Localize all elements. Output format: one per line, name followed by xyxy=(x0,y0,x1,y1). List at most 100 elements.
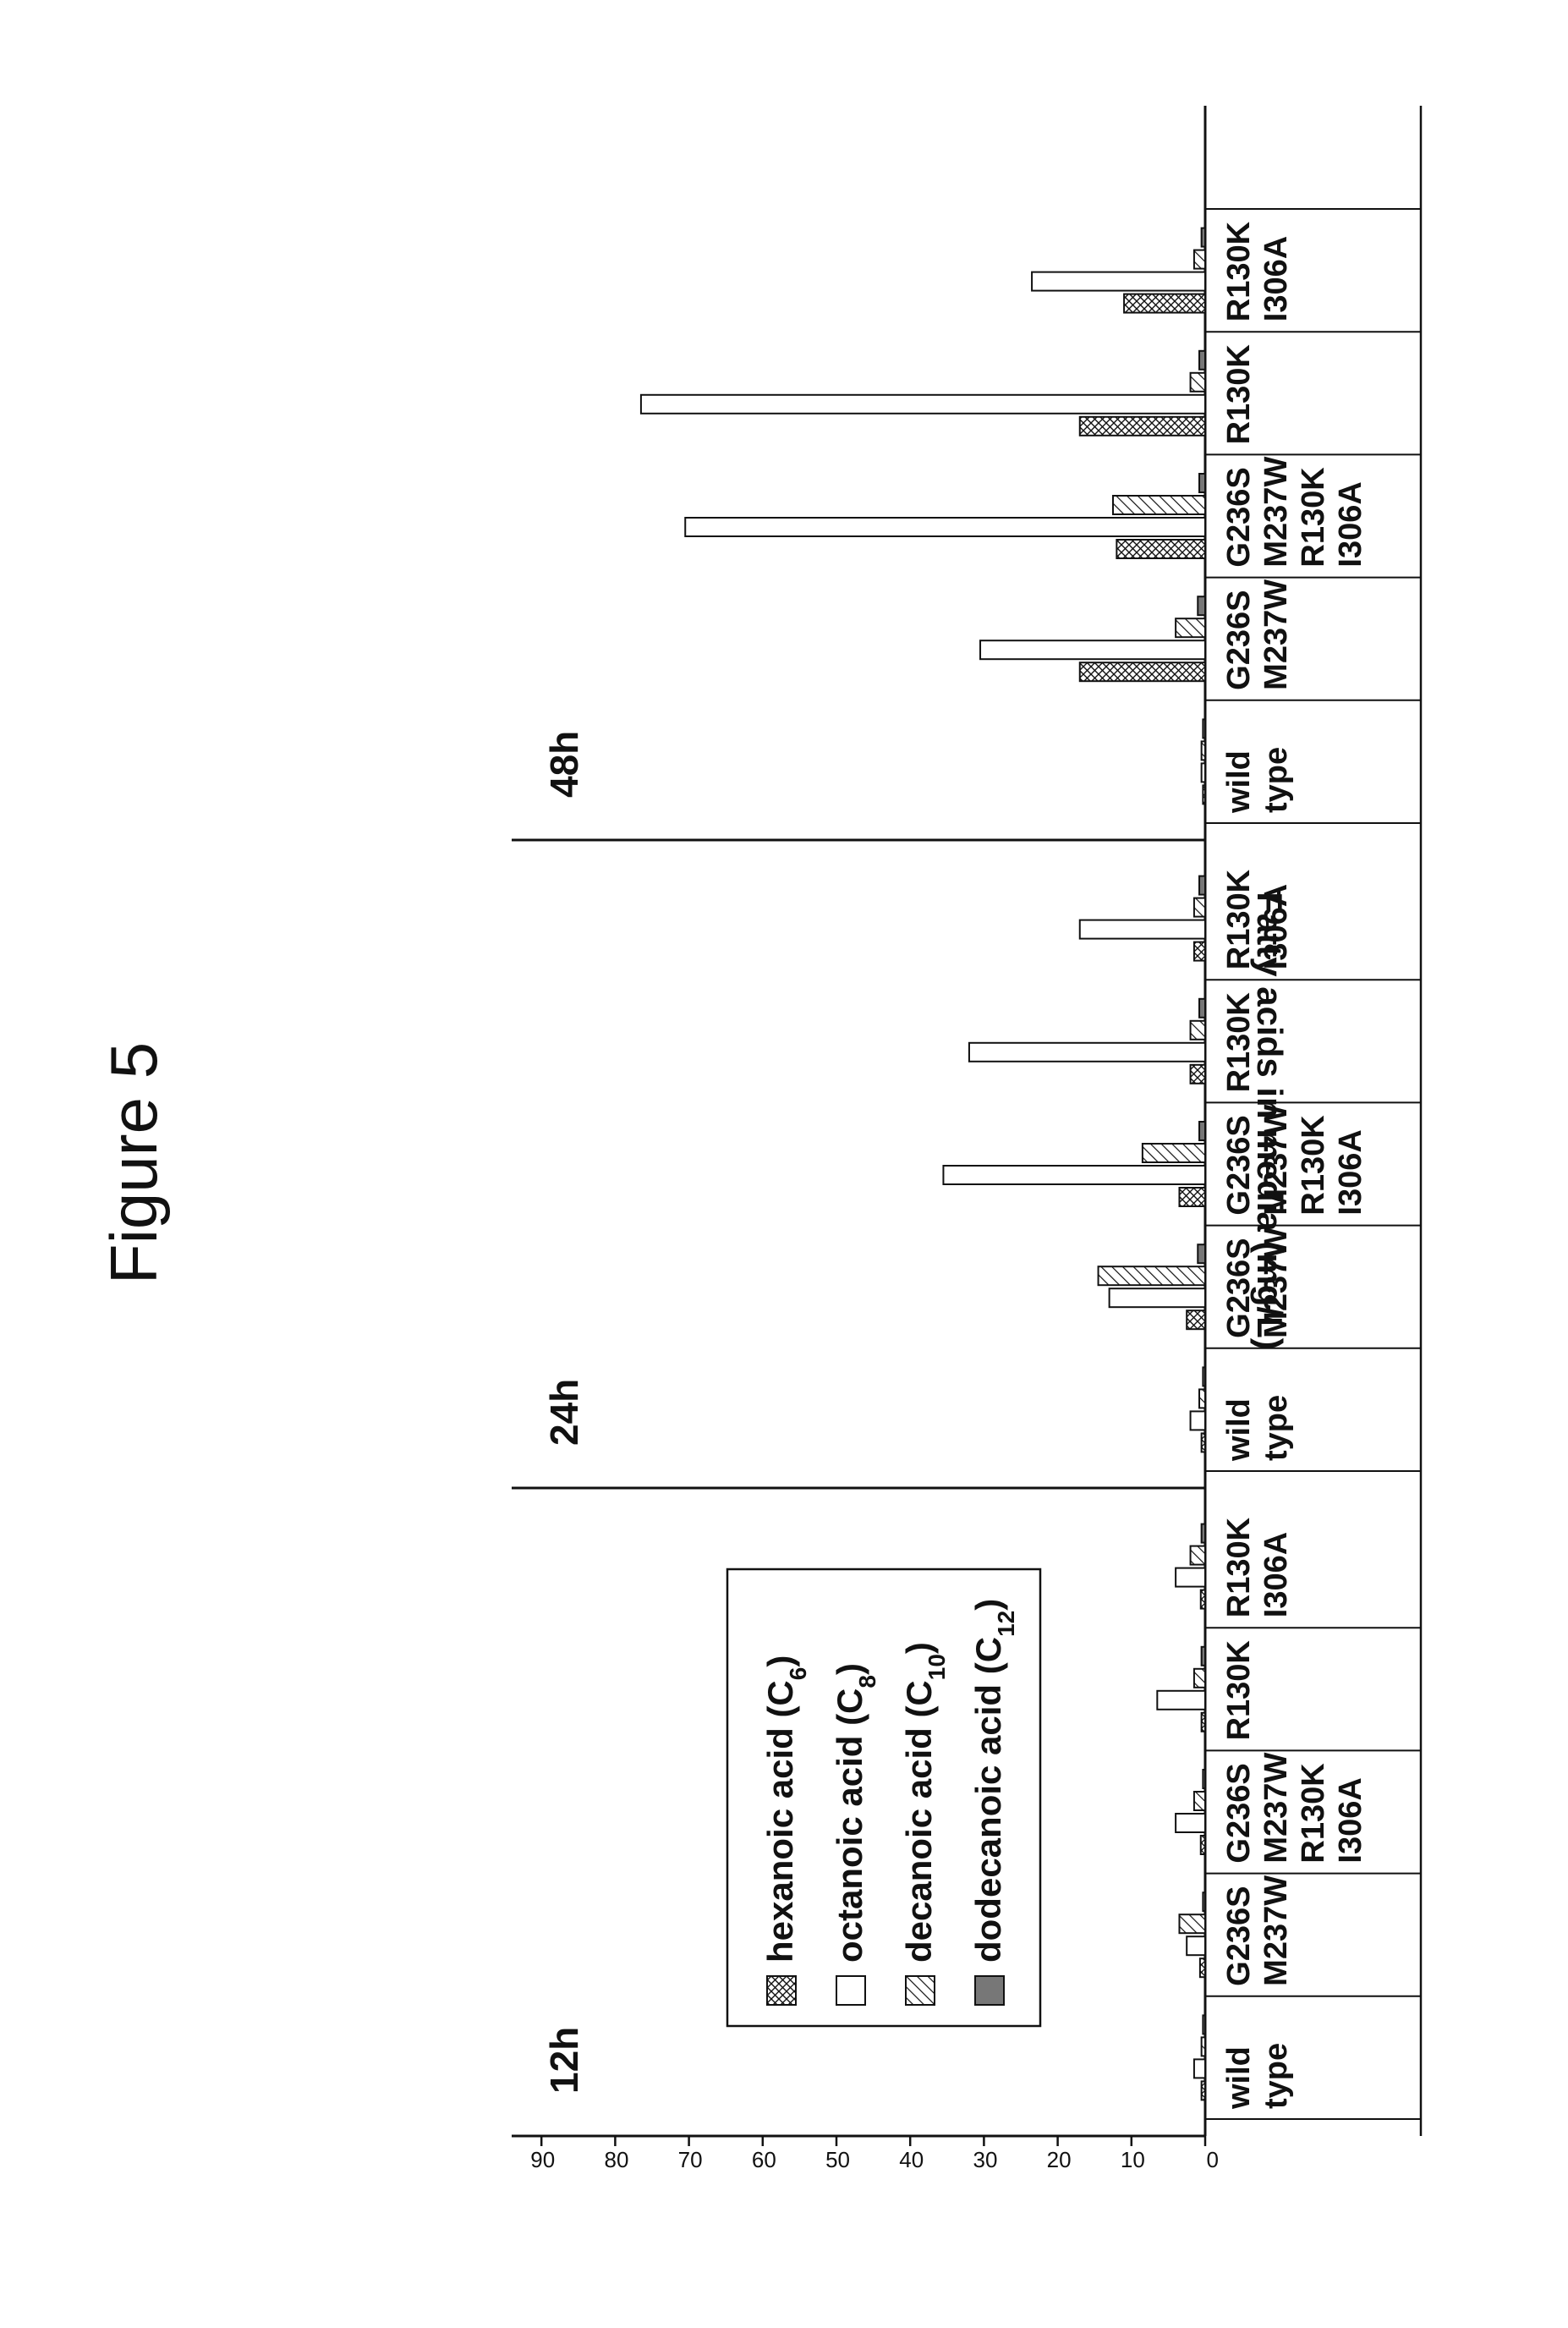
bar xyxy=(1157,1691,1205,1710)
bar xyxy=(1179,1188,1205,1206)
bar xyxy=(1191,373,1205,392)
category-label: wild xyxy=(1221,2046,1257,2110)
bar xyxy=(943,1166,1205,1184)
bar xyxy=(1199,1389,1205,1408)
bar xyxy=(1202,2037,1205,2056)
bar xyxy=(1203,2015,1205,2034)
bar xyxy=(1201,1590,1205,1609)
category-label: M237W xyxy=(1258,457,1294,568)
bar xyxy=(1194,250,1205,269)
y-tick-label: 70 xyxy=(678,2147,703,2172)
category-label: G236S xyxy=(1221,590,1257,689)
bar xyxy=(1194,2059,1205,2078)
category-label: wild xyxy=(1221,1398,1257,1462)
bar xyxy=(1113,496,1205,514)
bar xyxy=(1176,1814,1205,1832)
legend: hexanoic acid (C6)octanoic acid (C8)deca… xyxy=(727,1569,1040,2026)
bar xyxy=(1099,1266,1205,1285)
bar xyxy=(1187,1936,1205,1955)
bar xyxy=(1199,876,1205,895)
category-label: M237W xyxy=(1258,1753,1294,1864)
category-label: M237W xyxy=(1258,579,1294,690)
fatty-acid-bar-chart: 0102030405060708090 wildtypeG236SM237WG2… xyxy=(512,106,1421,2172)
bar xyxy=(1194,1669,1205,1688)
category-label: R130K xyxy=(1221,1640,1257,1741)
bar xyxy=(1203,785,1205,804)
figure-title: Figure 5 xyxy=(96,1042,171,1284)
period-label: 48h xyxy=(542,731,586,798)
bar xyxy=(1200,1958,1205,1977)
y-tick-label: 80 xyxy=(604,2147,628,2172)
category-label: I306A xyxy=(1333,1129,1368,1215)
bar xyxy=(1194,898,1205,917)
bar xyxy=(1124,294,1205,313)
bar xyxy=(1191,1546,1205,1565)
category-label: R130K xyxy=(1296,467,1331,568)
bar xyxy=(1202,228,1205,247)
legend-swatch xyxy=(906,1976,935,2005)
bar xyxy=(1199,1122,1205,1140)
bar xyxy=(1201,1836,1205,1854)
bar xyxy=(1191,1065,1205,1084)
y-tick-label: 90 xyxy=(530,2147,555,2172)
bar xyxy=(1187,1310,1205,1329)
bar xyxy=(1080,662,1205,681)
bar xyxy=(1203,1770,1205,1788)
legend-swatch xyxy=(767,1976,796,2005)
bar xyxy=(1176,1568,1205,1587)
bar xyxy=(1203,1892,1205,1911)
y-tick-label: 40 xyxy=(899,2147,924,2172)
bar xyxy=(1202,1524,1205,1543)
bar xyxy=(1198,596,1205,615)
bar xyxy=(1143,1144,1205,1162)
bar xyxy=(1191,1021,1205,1040)
bar xyxy=(1176,618,1205,637)
bar xyxy=(685,518,1205,536)
bar xyxy=(1199,999,1205,1018)
category-label: M237W xyxy=(1258,1875,1294,1986)
y-tick-label: 60 xyxy=(752,2147,776,2172)
bar xyxy=(1202,763,1205,782)
bar xyxy=(1116,540,1205,558)
legend-swatch xyxy=(975,1976,1004,2005)
bar xyxy=(1198,1244,1205,1263)
category-label: G236S xyxy=(1221,467,1257,567)
y-tick-label: 20 xyxy=(1047,2147,1072,2172)
y-axis-ticks: 0102030405060708090 xyxy=(530,2136,1219,2172)
category-label: I306A xyxy=(1258,1532,1294,1617)
bar xyxy=(1080,417,1205,436)
y-tick-label: 10 xyxy=(1121,2147,1145,2172)
category-label: I306A xyxy=(1333,481,1368,567)
period-label: 12h xyxy=(542,2027,586,2094)
bar xyxy=(1194,1792,1205,1810)
y-tick-label: 0 xyxy=(1207,2147,1219,2172)
category-label: R130K xyxy=(1296,1763,1331,1864)
bar xyxy=(1202,1433,1205,1452)
y-tick-label: 30 xyxy=(973,2147,997,2172)
bar xyxy=(1032,272,1205,291)
period-label: 24h xyxy=(542,1379,586,1446)
bar xyxy=(1179,1914,1205,1933)
category-label: I306A xyxy=(1258,236,1294,321)
bar xyxy=(1203,1367,1205,1386)
bar xyxy=(969,1043,1205,1062)
bar xyxy=(1203,719,1205,738)
bar xyxy=(641,395,1205,414)
bar xyxy=(1202,2081,1205,2100)
bar xyxy=(1080,920,1205,939)
category-label: G236S xyxy=(1221,1886,1257,1985)
category-label: I306A xyxy=(1333,1777,1368,1863)
category-label: type xyxy=(1258,2043,1294,2109)
bar xyxy=(1194,942,1205,961)
legend-swatch xyxy=(836,1976,865,2005)
category-label: type xyxy=(1258,747,1294,813)
bar xyxy=(1202,1713,1205,1732)
category-label: type xyxy=(1258,1395,1294,1461)
category-label: G236S xyxy=(1221,1763,1257,1863)
bar xyxy=(1191,1411,1205,1430)
category-label: R130K xyxy=(1221,1517,1257,1617)
category-label: R130K xyxy=(1221,344,1257,445)
bar xyxy=(1202,1647,1205,1666)
bar xyxy=(1199,351,1205,370)
